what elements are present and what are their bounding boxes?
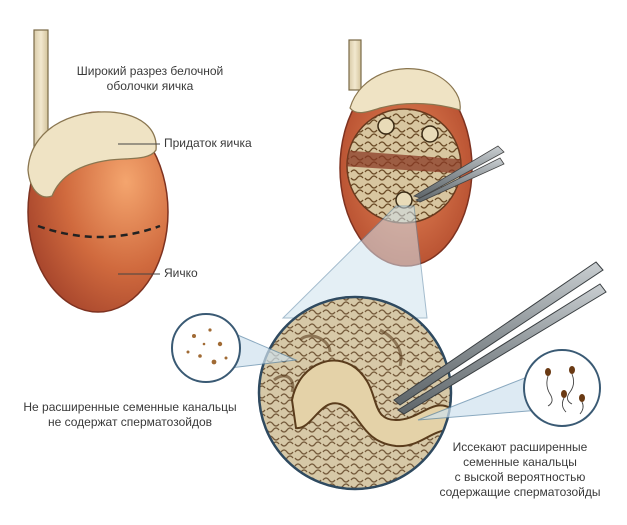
incision-band <box>347 150 461 174</box>
left-testis-figure <box>27 29 169 313</box>
label-excise-line2: семенные канальцы <box>463 455 577 469</box>
forceps-icon-small <box>413 145 505 203</box>
spermatic-cord-right <box>348 39 362 91</box>
forceps-icon <box>393 261 607 415</box>
label-excise-line4: содержащие сперматозойды <box>439 485 601 499</box>
dashed-incision-line <box>37 224 161 239</box>
magnified-view-circle <box>257 295 453 491</box>
label-non-dilated-line2: не содержат сперматозойдов <box>48 415 212 429</box>
epididymis-left <box>27 111 157 198</box>
label-wide-incision-line1: Широкий разрез белочной <box>76 64 224 78</box>
dilated-tubule-1 <box>377 117 395 135</box>
label-wide-incision: Широкий разрез белочной оболочки яичка <box>60 64 240 94</box>
label-excise-line3: с выской вероятностью <box>454 470 586 484</box>
epididymis-right <box>349 68 461 114</box>
label-testis: Яичко <box>164 266 198 280</box>
label-excise: Иссекают расширенные семенные канальцы с… <box>430 440 610 500</box>
cell-debris-icon <box>171 313 241 383</box>
magnifier-cone <box>281 205 428 319</box>
label-non-dilated: Не расширенные семенные канальцы не соде… <box>0 400 260 430</box>
label-excise-line1: Иссекают расширенные <box>452 440 588 454</box>
label-wide-incision-line2: оболочки яичка <box>106 79 194 93</box>
sperm-cells-icon <box>523 349 601 427</box>
label-non-dilated-line1: Не расширенные семенные канальцы <box>23 400 237 414</box>
opened-testis-figure <box>339 39 505 267</box>
label-epididymis: Придаток яичка <box>164 136 252 150</box>
dilated-tubule-2 <box>421 125 439 143</box>
